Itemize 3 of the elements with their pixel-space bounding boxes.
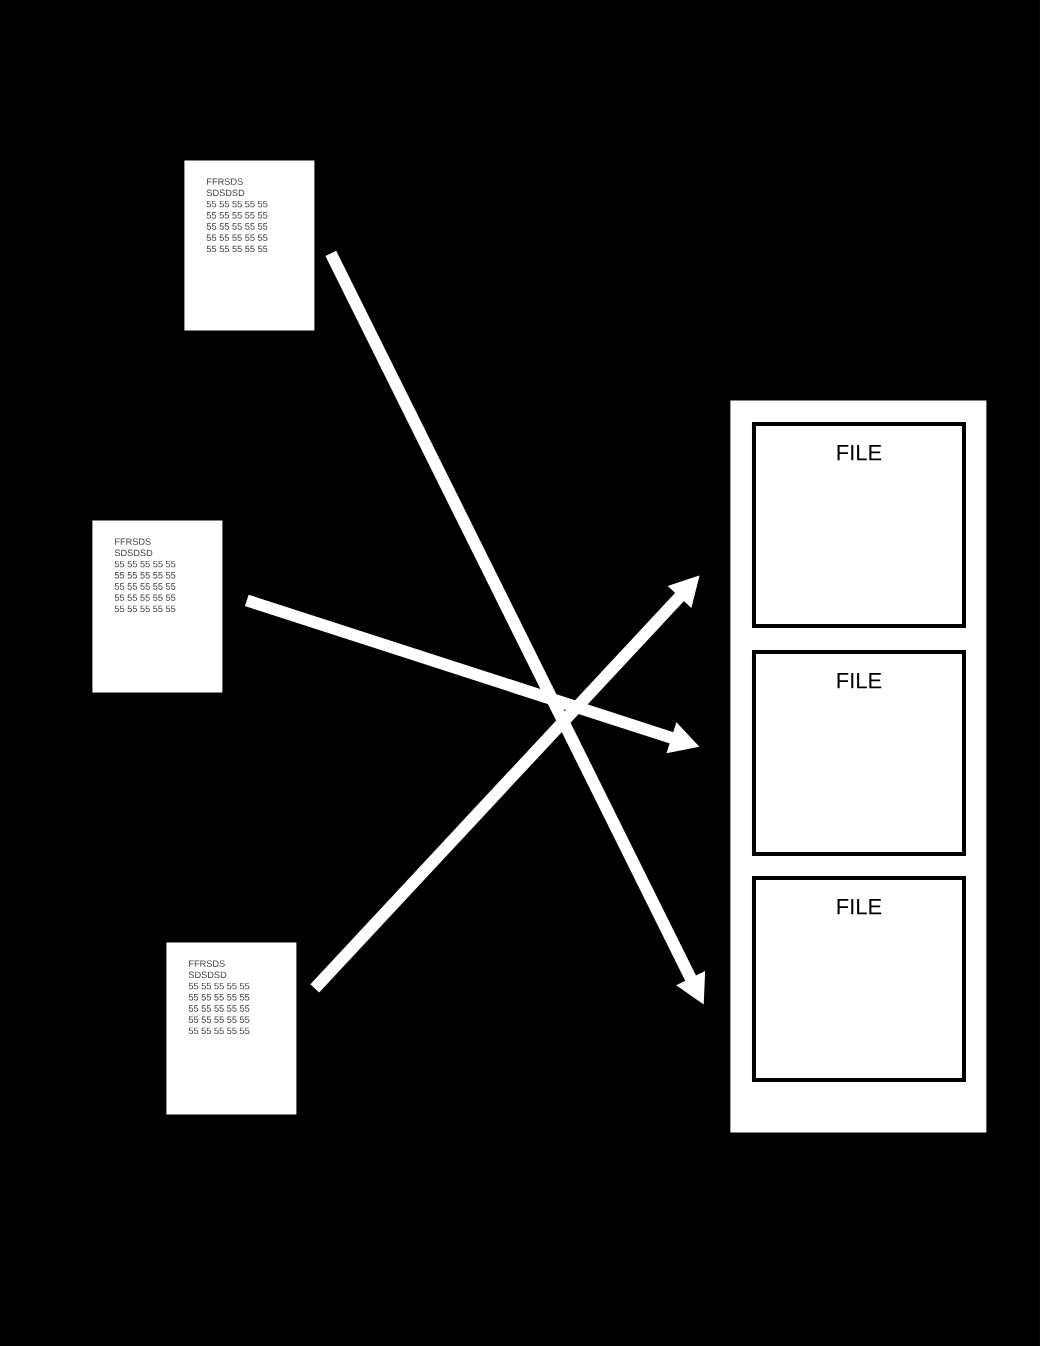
file-box: FILE bbox=[752, 650, 966, 856]
file-box: FILE bbox=[752, 422, 966, 628]
file-box: FILE bbox=[752, 876, 966, 1082]
